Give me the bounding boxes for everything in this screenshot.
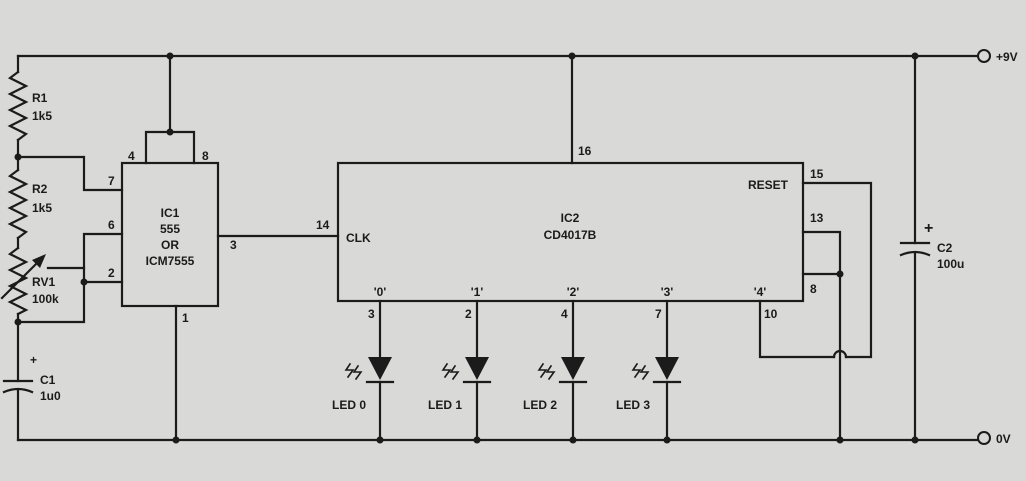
junction-dot — [911, 52, 919, 60]
led-3 — [631, 299, 682, 442]
junction-dot — [172, 436, 180, 444]
c2-value: 100u — [937, 257, 964, 271]
ic1-line3: OR — [161, 238, 179, 252]
ic1-pin2-label: 2 — [108, 266, 115, 280]
positive-terminal-label: +9V — [996, 50, 1018, 64]
junction-dot — [836, 270, 844, 278]
ic2-pin8-label: 8 — [810, 282, 817, 296]
ic2-pin10-label: 10 — [764, 307, 778, 321]
led-1-label: LED 1 — [428, 398, 462, 412]
ic2-output-3: '3' — [661, 285, 674, 299]
wire-pin7 — [16, 155, 124, 192]
junction-dot — [663, 436, 671, 444]
led-1 — [441, 299, 492, 442]
ic2-part: CD4017B — [544, 228, 597, 242]
ic2-reset-label: RESET — [748, 178, 789, 192]
led-3-label: LED 3 — [616, 398, 650, 412]
ic1-ref: IC1 — [161, 206, 180, 220]
c1-value: 1u0 — [40, 389, 61, 403]
r1-resistor — [7, 54, 29, 159]
ic2-output-0: '0' — [374, 285, 387, 299]
c2-polarity: + — [924, 220, 933, 237]
junction-dot — [569, 436, 577, 444]
r2-value: 1k5 — [32, 201, 52, 215]
rv1-value: 100k — [32, 292, 59, 306]
wire-output4 — [758, 299, 836, 359]
c1-polarity: + — [30, 353, 37, 367]
ic2-output-1: '1' — [471, 285, 484, 299]
junction-dot — [166, 52, 174, 60]
r1-value: 1k5 — [32, 109, 52, 123]
led-2-label: LED 2 — [523, 398, 557, 412]
ic2-pin14-label: 14 — [316, 218, 330, 232]
ic2-pin16-label: 16 — [578, 144, 592, 158]
ic1-pin6-label: 6 — [108, 218, 115, 232]
positive-terminal: +9V — [977, 49, 1018, 64]
ground-terminal-label: 0V — [996, 432, 1011, 446]
wire-pin4-pin8 — [144, 130, 196, 165]
ic1-pin4-label: 4 — [128, 149, 135, 163]
ic2-pin7-label: 7 — [655, 307, 662, 321]
ic1-body — [120, 161, 220, 308]
junction-dot — [80, 278, 88, 286]
wire-pin13-ground — [801, 230, 842, 442]
wire-reset — [801, 181, 873, 359]
junction-dot — [473, 436, 481, 444]
c2-capacitor — [899, 54, 931, 442]
junction-dot — [836, 436, 844, 444]
ic1-pin3-label: 3 — [230, 238, 237, 252]
led-2 — [537, 299, 588, 442]
rv1-potentiometer — [0, 246, 46, 324]
led-0 — [344, 299, 395, 442]
ic2-output-4: '4' — [754, 285, 767, 299]
ic1-line2: 555 — [160, 222, 180, 236]
ic1-line4: ICM7555 — [146, 254, 195, 268]
junction-dot — [166, 128, 174, 136]
rv1-ref: RV1 — [32, 275, 55, 289]
c2-ref: C2 — [937, 241, 953, 255]
ic1-pin1-label: 1 — [182, 311, 189, 325]
led-0-label: LED 0 — [332, 398, 366, 412]
junction-dot — [911, 436, 919, 444]
ic2-ref: IC2 — [561, 211, 580, 225]
ic2-pin3-label: 3 — [368, 307, 375, 321]
ic2-pin15-label: 15 — [810, 167, 824, 181]
ic2-clk-label: CLK — [346, 231, 371, 245]
ic2-pin4-label: 4 — [561, 307, 568, 321]
r1-ref: R1 — [32, 91, 48, 105]
ic2-pin13-label: 13 — [810, 211, 824, 225]
ic2-pin2-label: 2 — [465, 307, 472, 321]
r2-ref: R2 — [32, 182, 48, 196]
ground-terminal: 0V — [977, 431, 1011, 446]
r2-resistor — [7, 155, 29, 250]
junction-dot — [568, 52, 576, 60]
ic1-pin8-label: 8 — [202, 149, 209, 163]
c1-ref: C1 — [40, 373, 56, 387]
ic1-pin7-label: 7 — [108, 174, 115, 188]
ic2-output-2: '2' — [567, 285, 580, 299]
junction-dot — [376, 436, 384, 444]
c1-capacitor — [2, 320, 34, 442]
wire-pin6-pin2 — [16, 232, 124, 324]
